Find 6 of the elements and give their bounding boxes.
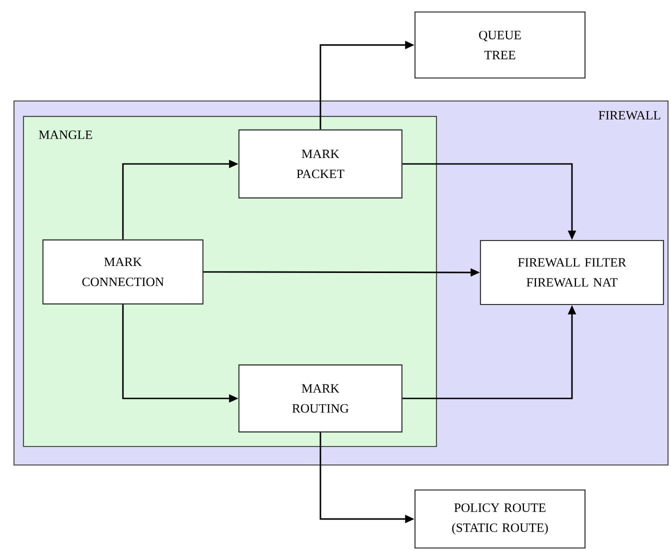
process-box: MARK ROUTING: [238, 364, 402, 432]
process-box: QUEUE TREE: [414, 11, 586, 79]
process-box: FIREWALL FILTER FIREWALL NAT: [480, 240, 664, 305]
process-box: MARK CONNECTION: [42, 239, 204, 304]
process-box: POLICY ROUTE (STATIC ROUTE): [414, 489, 586, 549]
process-box: MARK PACKET: [238, 129, 402, 198]
